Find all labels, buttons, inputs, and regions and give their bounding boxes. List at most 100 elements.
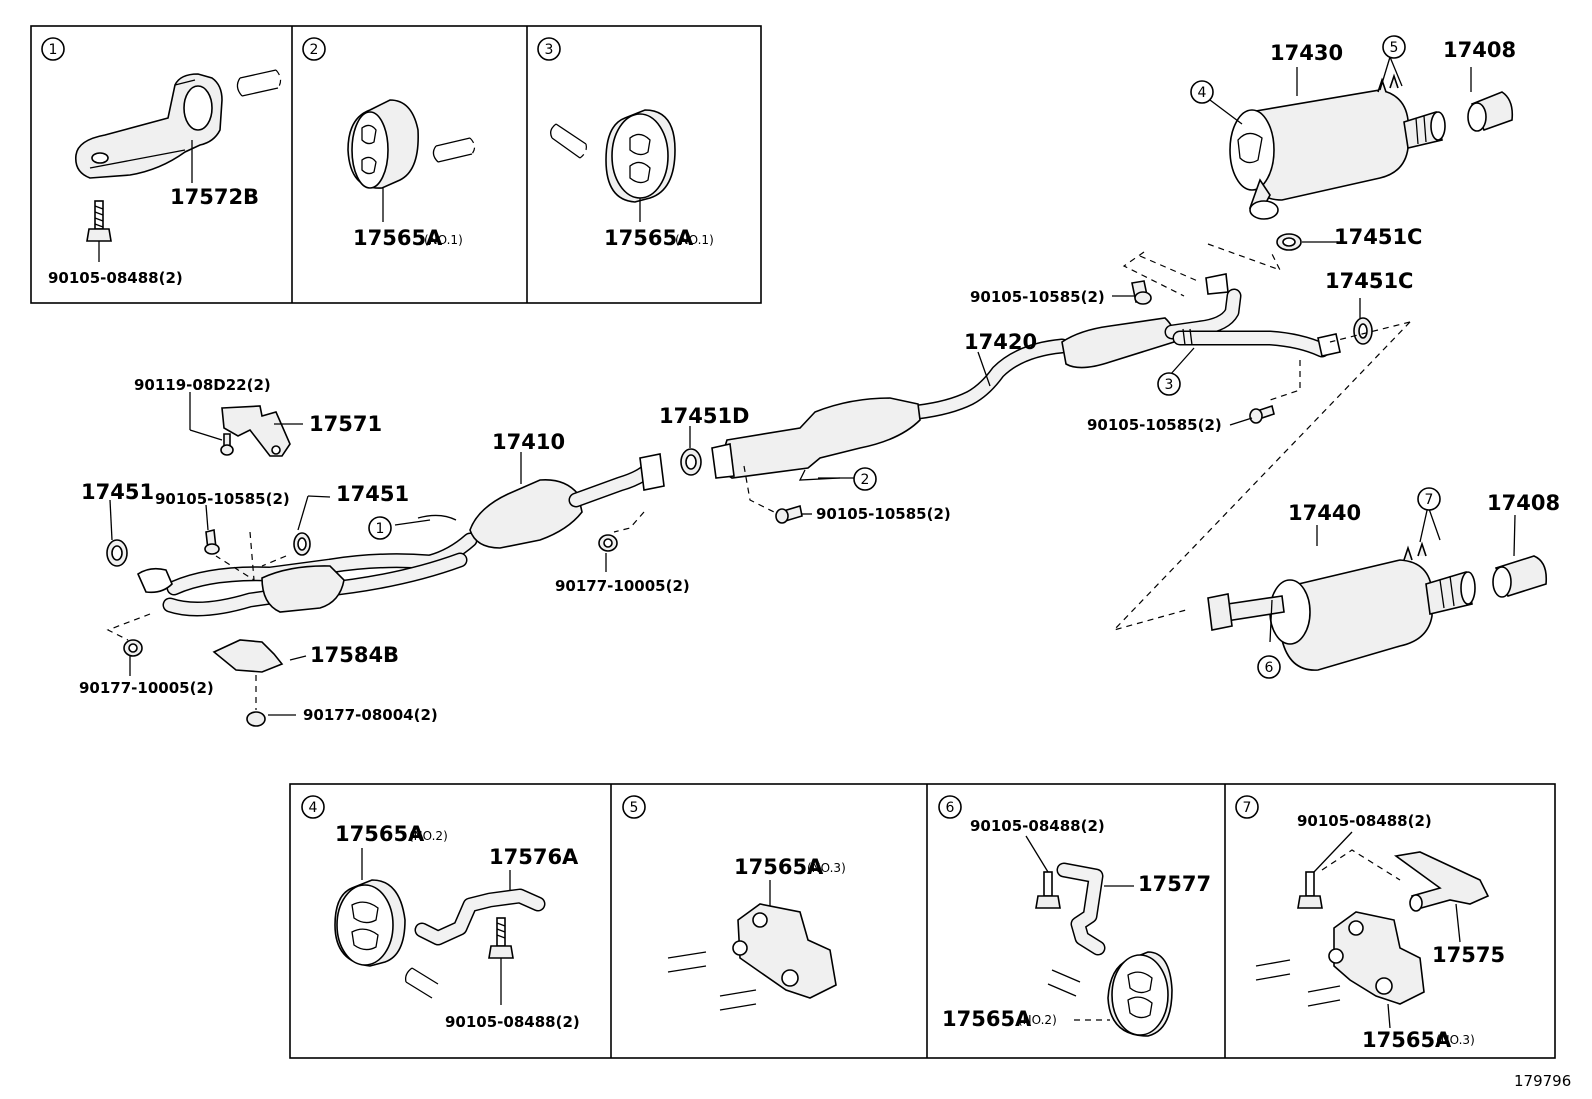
bolt-icon — [1131, 280, 1152, 305]
gasket-17451c-upper — [1276, 233, 1302, 251]
svg-text:6: 6 — [1265, 660, 1274, 676]
label-bolt-bracket: 90119-08D22(2) — [134, 376, 271, 394]
callout-circle-5: 5 — [1382, 35, 1406, 59]
callout-circle-3: 3 — [1157, 372, 1181, 396]
label-17451-mid: 17451 — [336, 482, 409, 506]
gasket-17451-mid — [293, 532, 311, 556]
label-nut-left: 90177-10005(2) — [79, 679, 214, 697]
rubber-hanger-no2-drawing — [334, 879, 406, 967]
panel-2: 2 17565A (NO.1) — [302, 37, 476, 250]
bottom-inset-panels: 4 17565A (NO.2) 17576A — [289, 783, 1556, 1059]
panel-7-part-b-label: 17565A — [1362, 1028, 1452, 1052]
label-bolt-upper-2: 90105-10585(2) — [1087, 416, 1222, 434]
hanger-rod-17576a-drawing — [414, 888, 546, 946]
panel-7: 7 90105-08488(2) 17575 — [1235, 795, 1505, 1052]
bolt-icon — [488, 917, 514, 959]
panel-4-part-b-label: 17576A — [489, 845, 579, 869]
bolt-icon — [220, 433, 234, 456]
callout-circle-7: 7 — [1417, 487, 1441, 511]
label-bolt-center: 90105-10585(2) — [816, 505, 951, 523]
label-17420: 17420 — [964, 330, 1037, 354]
nut-icon — [123, 639, 143, 657]
label-17440: 17440 — [1288, 501, 1361, 525]
pipe-stub-icon — [404, 967, 439, 999]
panel-2-part-label: 17565A — [353, 226, 443, 250]
leader-lines — [109, 56, 1516, 716]
panel-5-number: 5 — [630, 800, 639, 816]
front-pipe-17410 — [136, 453, 665, 617]
assembly-guide-lines — [106, 243, 1411, 710]
panel-6: 6 90105-08488(2) 17577 17565A (NO. — [938, 795, 1211, 1037]
pipe-stub-icon — [1047, 969, 1081, 997]
svg-text:3: 3 — [1165, 377, 1174, 393]
panel-4-part-a-label: 17565A — [335, 822, 425, 846]
hanger-bracket-17572b-drawing — [74, 73, 223, 179]
pipe-stub-icon — [236, 69, 282, 97]
tail-pipe-tip-upper — [1467, 91, 1514, 132]
panel-4: 4 17565A (NO.2) 17576A — [301, 795, 580, 1031]
panel-7-note-b: (NO.3) — [1436, 1033, 1475, 1047]
label-bolt-upper-1: 90105-10585(2) — [970, 288, 1105, 306]
panel-4-note-a: (NO.2) — [409, 829, 448, 843]
label-17430: 17430 — [1270, 41, 1343, 65]
tail-pipe-tip-lower — [1492, 555, 1548, 598]
callout-circle-2: 2 — [853, 467, 877, 491]
rubber-hanger-no3-drawing — [1328, 911, 1425, 1005]
rubber-hanger-no1-drawing — [347, 99, 419, 189]
bolt-icon — [1297, 871, 1323, 909]
pipe-stub-icon — [1255, 959, 1341, 1007]
gasket-17451-left — [106, 539, 128, 567]
panel-1-bolt-label: 90105-08488(2) — [48, 269, 183, 287]
panel-5-part-label: 17565A — [734, 855, 824, 879]
panel-1-number: 1 — [49, 42, 58, 58]
panel-6-part-b-label: 17565A — [942, 1007, 1032, 1031]
top-panel-frame — [30, 25, 762, 304]
panel-4-bolt-label: 90105-08488(2) — [445, 1013, 580, 1031]
gasket-17451c-right — [1353, 317, 1373, 345]
label-nut-center: 90177-10005(2) — [555, 577, 690, 595]
hanger-bracket-17575-drawing — [1393, 851, 1490, 912]
svg-text:4: 4 — [1198, 85, 1207, 101]
panel-3-number: 3 — [545, 42, 554, 58]
callout-circle-1: 1 — [368, 516, 392, 540]
callout-circle-4: 4 — [1190, 80, 1214, 104]
panel-3-note: (NO.1) — [675, 233, 714, 247]
heat-insulator-17584b — [212, 639, 284, 673]
panel-5: 5 17565A (NO.3) — [622, 795, 846, 1011]
svg-text:1: 1 — [376, 521, 385, 537]
label-17451c-right: 17451C — [1325, 269, 1413, 293]
part-labels: 17430 17408 17451C 17451C 90105-10585(2)… — [79, 38, 1560, 724]
panel-6-bolt-label: 90105-08488(2) — [970, 817, 1105, 835]
svg-text:5: 5 — [1390, 40, 1399, 56]
rubber-hanger-no2-drawing — [1107, 951, 1173, 1037]
svg-text:2: 2 — [861, 472, 870, 488]
label-17571: 17571 — [309, 412, 382, 436]
bracket-17571 — [221, 405, 291, 457]
label-17408-lower: 17408 — [1487, 491, 1560, 515]
label-17451-left: 17451 — [81, 480, 154, 504]
label-17451d: 17451D — [659, 404, 750, 428]
rubber-hanger-no1-drawing — [605, 109, 676, 203]
panel-2-note: (NO.1) — [424, 233, 463, 247]
bolt-icon — [1249, 404, 1275, 424]
pipe-stub-icon — [550, 123, 587, 159]
panel-2-number: 2 — [310, 42, 319, 58]
label-17451c-upper: 17451C — [1334, 225, 1422, 249]
label-17410: 17410 — [492, 430, 565, 454]
panel-1-part-label: 17572B — [170, 185, 259, 209]
mid-converter-pipe — [711, 397, 921, 481]
main-muffler-17430 — [1229, 73, 1446, 220]
label-bolt-left: 90105-10585(2) — [155, 490, 290, 508]
panel-6-number: 6 — [946, 800, 955, 816]
label-nut-bottom: 90177-08004(2) — [303, 706, 438, 724]
bottom-panel-frame — [289, 783, 1556, 1059]
bolt-icon — [1035, 871, 1061, 909]
callout-circle-6: 6 — [1257, 655, 1281, 679]
diagram-id: 179796 — [1514, 1072, 1571, 1090]
sub-muffler-17440 — [1207, 541, 1476, 671]
pipe-stub-icon — [432, 137, 476, 163]
panel-4-number: 4 — [309, 800, 318, 816]
panel-6-note-b: (NO.2) — [1018, 1013, 1057, 1027]
panel-7-number: 7 — [1243, 800, 1252, 816]
